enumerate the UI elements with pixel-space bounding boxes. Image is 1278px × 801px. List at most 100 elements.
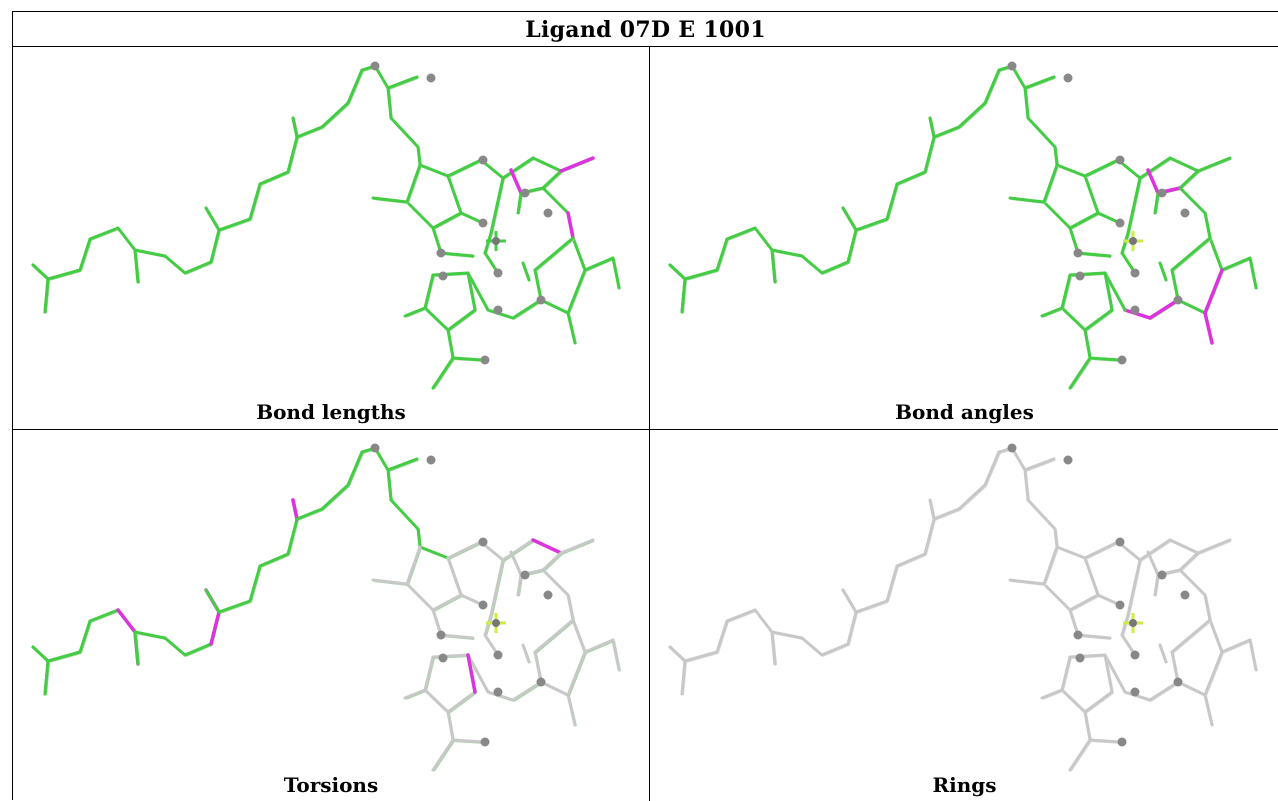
metal-atom — [1129, 619, 1137, 627]
bond — [1040, 688, 1064, 700]
bond — [258, 552, 290, 568]
bond — [1203, 311, 1214, 345]
atom-sphere — [1073, 630, 1083, 640]
bond — [78, 237, 92, 272]
bond — [1220, 256, 1252, 272]
bond — [1153, 573, 1160, 597]
bond — [1068, 738, 1092, 772]
bond — [43, 659, 50, 696]
bond — [770, 248, 777, 284]
bond — [320, 483, 350, 511]
atom-sphere — [493, 268, 503, 278]
bond — [423, 273, 435, 310]
bond — [1068, 356, 1092, 390]
bond — [1208, 236, 1224, 272]
bond — [416, 527, 422, 549]
atom-sphere — [1173, 295, 1183, 305]
bond — [1088, 738, 1122, 744]
bond — [1178, 551, 1200, 572]
panel-bond-angles: Bond angles — [650, 48, 1278, 429]
bond — [1023, 75, 1056, 90]
bond — [431, 271, 470, 277]
bond — [489, 558, 505, 617]
bond — [1083, 690, 1114, 714]
bond — [668, 263, 687, 281]
atom-sphere — [536, 295, 546, 305]
atom-sphere — [1180, 590, 1190, 600]
bond — [209, 228, 221, 264]
atom-sphere — [536, 677, 546, 687]
bond — [431, 593, 463, 612]
bond — [163, 254, 187, 275]
bond — [516, 191, 523, 215]
atom-sphere — [1157, 188, 1167, 198]
bond — [1042, 545, 1059, 586]
bond — [1103, 653, 1114, 694]
bond — [1176, 298, 1207, 315]
atom-sphere — [520, 188, 530, 198]
atom-sphere — [480, 737, 490, 747]
atom-sphere — [493, 650, 503, 660]
atom-sphere — [1173, 677, 1183, 687]
bond — [1042, 200, 1072, 230]
bond — [1203, 593, 1212, 622]
bond — [88, 608, 120, 623]
atom-sphere — [1063, 455, 1073, 465]
bond — [1153, 191, 1160, 215]
bond — [1103, 653, 1127, 694]
bond — [1176, 680, 1207, 697]
bond — [541, 186, 570, 215]
bond — [133, 248, 167, 258]
bond — [932, 507, 961, 521]
atom-sphere — [478, 155, 488, 165]
bond — [403, 306, 427, 318]
bond — [46, 650, 82, 663]
bond — [770, 630, 804, 640]
atom-sphere — [1130, 687, 1140, 697]
bond — [1148, 680, 1180, 702]
bond — [1120, 613, 1130, 637]
atom-sphere — [1115, 600, 1125, 610]
bond — [957, 483, 987, 511]
bond — [423, 306, 450, 332]
bond — [1042, 582, 1072, 612]
atom-sphere — [1157, 570, 1167, 580]
bond — [1178, 169, 1200, 190]
figure-frame: Ligand 07D E 1001 Bond lengths Bond angl… — [12, 11, 1278, 801]
atom-sphere — [1117, 737, 1127, 747]
bond — [1178, 186, 1207, 215]
bond — [446, 540, 483, 560]
bond — [1208, 618, 1224, 654]
panel-torsions: Torsions — [13, 430, 649, 801]
bond — [451, 738, 485, 744]
atom-sphere — [1130, 305, 1140, 315]
bond — [1168, 538, 1200, 555]
bond — [923, 135, 936, 174]
bond — [1146, 168, 1160, 195]
bond — [571, 236, 587, 272]
bond — [516, 573, 523, 597]
atom-sphere — [1063, 73, 1073, 83]
atom-sphere — [1007, 61, 1017, 71]
atom-sphere — [1180, 208, 1190, 218]
bond — [286, 517, 299, 556]
bond — [418, 545, 450, 560]
bond — [1120, 231, 1130, 255]
bond — [501, 156, 535, 180]
atom-sphere — [426, 73, 436, 83]
bond — [1083, 556, 1100, 597]
bond — [1055, 545, 1087, 560]
bond — [116, 226, 137, 252]
atom-sphere — [1130, 268, 1140, 278]
bond — [1060, 306, 1087, 332]
vertical-divider — [649, 47, 650, 801]
atom-sphere — [1130, 650, 1140, 660]
bond — [386, 75, 419, 90]
bond — [1158, 643, 1168, 664]
bond — [1023, 457, 1056, 472]
bond — [753, 226, 774, 252]
bond — [389, 116, 420, 149]
bond — [295, 125, 324, 139]
bond — [1026, 498, 1057, 531]
bond — [431, 653, 470, 659]
